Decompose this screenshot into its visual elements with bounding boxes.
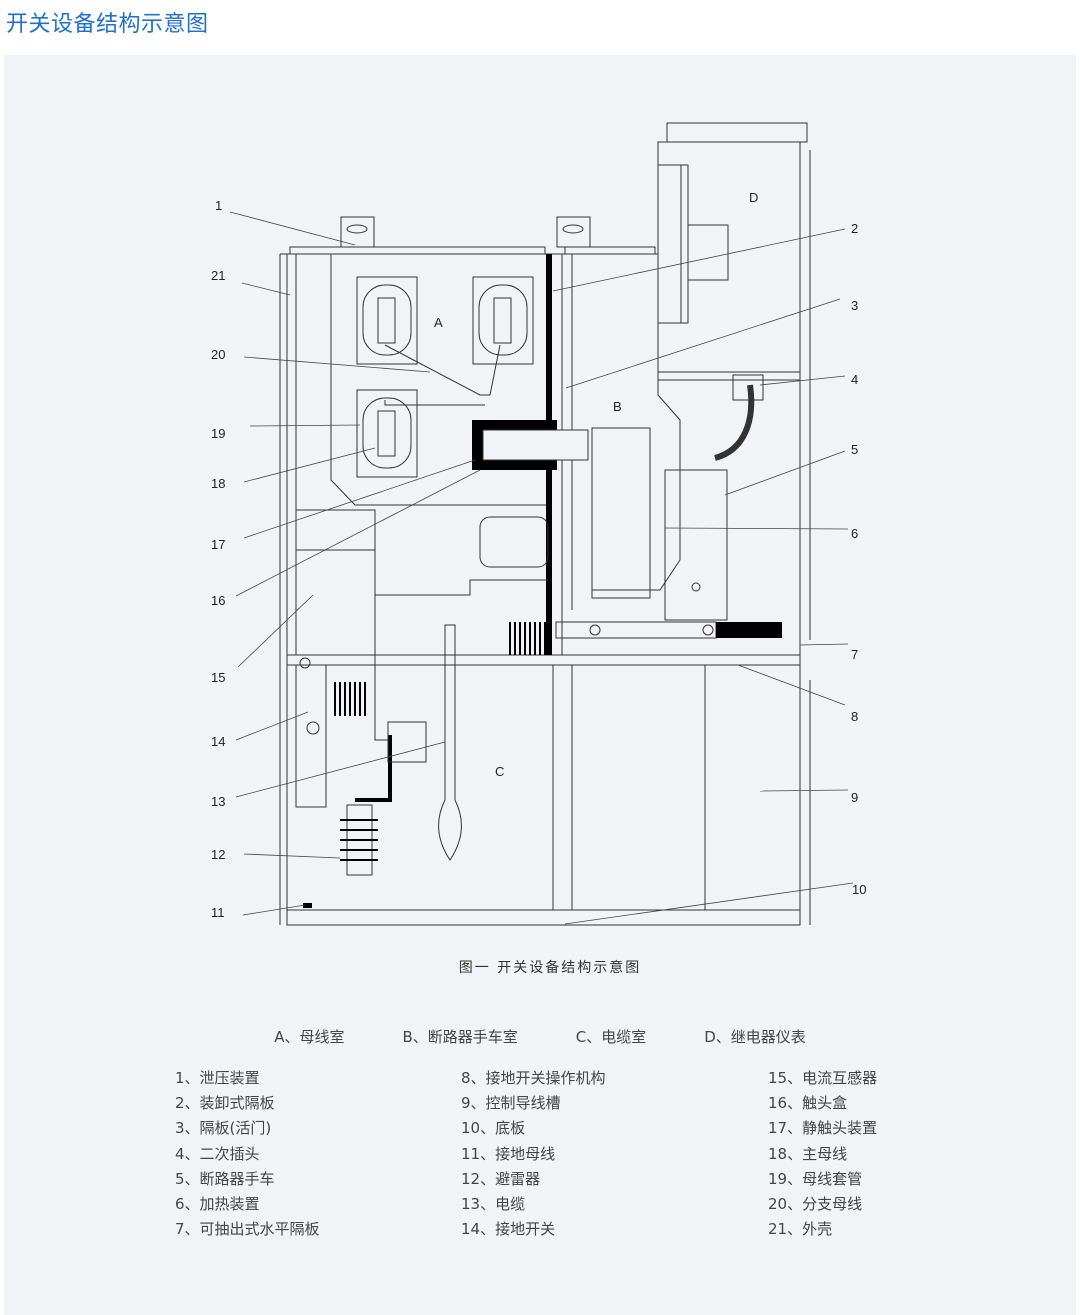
callout-2: 2 <box>851 221 858 236</box>
callout-4: 4 <box>851 372 858 387</box>
callout-6: 6 <box>851 526 858 541</box>
legend-column-3: 15、电流互感器 16、触头盒 17、静触头装置 18、主母线 19、母线套管 … <box>768 1066 877 1242</box>
legend-item: 5、断路器手车 <box>175 1169 275 1188</box>
callout-20: 20 <box>211 347 225 362</box>
legend-item: 1、泄压装置 <box>175 1069 260 1087</box>
callout-12: 12 <box>211 847 225 862</box>
region-B: B <box>613 399 622 414</box>
callout-16: 16 <box>211 593 225 608</box>
legend-item: 7、可抽出式水平隔板 <box>175 1220 320 1239</box>
bus-bushings <box>356 276 534 478</box>
region-A: A <box>434 315 443 330</box>
legend-item: 19、母线套管 <box>768 1169 863 1188</box>
legend-item: 15、电流互感器 <box>768 1069 878 1087</box>
callout-3: 3 <box>851 298 858 313</box>
legend-item: 16、触头盒 <box>768 1094 848 1113</box>
callout-9: 9 <box>851 790 858 805</box>
callout-1: 1 <box>215 198 222 213</box>
legend-item: 20、分支母线 <box>768 1195 863 1214</box>
area-c: C、电缆室 <box>575 1028 647 1046</box>
legend-item: 3、隔板(活门) <box>175 1119 272 1138</box>
legend-item: 8、接地开关操作机构 <box>461 1069 606 1087</box>
callout-18: 18 <box>211 476 225 491</box>
legend-item: 6、加热装置 <box>175 1195 260 1214</box>
legend-column-2: 8、接地开关操作机构 9、控制导线槽 10、底板 11、接地母线 12、避雷器 … <box>461 1066 606 1242</box>
legend-item: 11、接地母线 <box>461 1144 556 1163</box>
leader-lines <box>229 211 854 925</box>
callout-14: 14 <box>211 734 225 749</box>
callout-11: 11 <box>211 905 225 920</box>
diagram-caption: 图一 开关设备结构示意图 <box>458 960 642 976</box>
callout-8: 8 <box>851 709 858 724</box>
area-legend: A、母线室 B、断路器手车室 C、电缆室 D、继电器仪表 <box>0 1026 1080 1047</box>
legend-column-1: 1、泄压装置 2、装卸式隔板 3、隔板(活门) 4、二次插头 5、断路器手车 6… <box>175 1066 320 1242</box>
legend-item: 14、接地开关 <box>461 1220 556 1239</box>
page-title: 开关设备结构示意图 <box>6 12 209 37</box>
area-a: A、母线室 <box>274 1028 345 1046</box>
callout-5: 5 <box>851 442 858 457</box>
legend-item: 17、静触头装置 <box>768 1119 878 1138</box>
legend-item: 9、控制导线槽 <box>461 1094 561 1113</box>
callout-21: 21 <box>211 268 225 283</box>
area-b: B、断路器手车室 <box>402 1028 518 1046</box>
legend-item: 21、外壳 <box>768 1220 833 1239</box>
callout-19: 19 <box>211 426 225 441</box>
callout-numbers: 1 21 20 19 18 17 16 15 14 13 12 11 2 3 4… <box>211 190 866 920</box>
legend-item: 18、主母线 <box>768 1144 848 1163</box>
switchgear-diagram: 1 21 20 19 18 17 16 15 14 13 12 11 2 3 4… <box>211 122 866 926</box>
legend-item: 12、避雷器 <box>461 1169 541 1188</box>
partition-and-contact <box>375 254 782 655</box>
cable-compartment <box>299 620 462 908</box>
legend-item: 13、电缆 <box>461 1195 526 1214</box>
region-C: C <box>495 764 504 779</box>
legend-item: 10、底板 <box>461 1119 526 1138</box>
diagram-panel <box>4 55 1076 1315</box>
area-d: D、继电器仪表 <box>704 1028 806 1046</box>
region-D: D <box>749 190 758 205</box>
callout-10: 10 <box>852 882 866 897</box>
callout-17: 17 <box>211 537 225 552</box>
legend-item: 2、装卸式隔板 <box>175 1094 275 1113</box>
legend-item: 4、二次插头 <box>175 1144 260 1163</box>
callout-13: 13 <box>211 794 225 809</box>
callout-7: 7 <box>851 647 858 662</box>
callout-15: 15 <box>211 670 225 685</box>
